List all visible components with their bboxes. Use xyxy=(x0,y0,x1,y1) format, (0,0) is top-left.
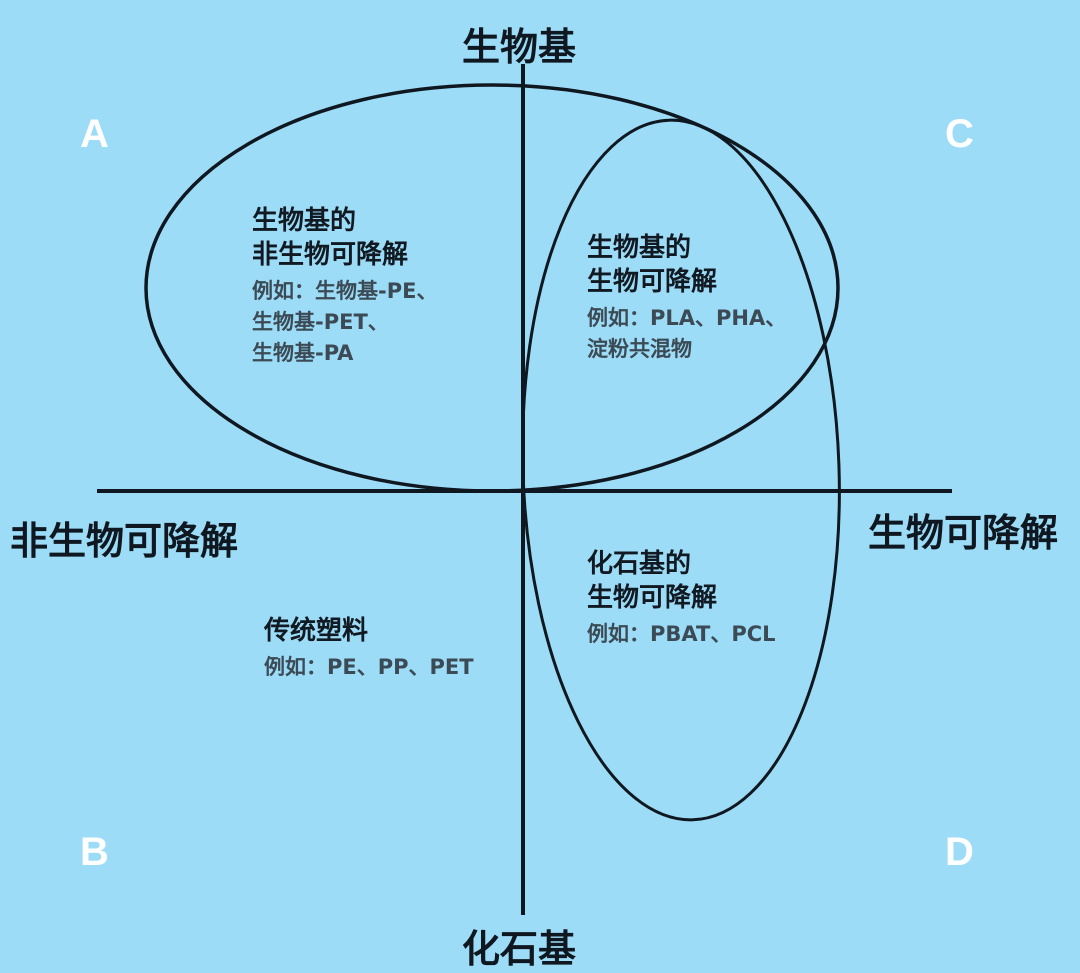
example-line: 例如：PE、PP、PET xyxy=(264,655,474,679)
region-examples: 例如：PE、PP、PET xyxy=(264,652,474,683)
title-line: 生物基的 xyxy=(587,233,692,263)
example-line: 生物基-PA xyxy=(252,341,354,365)
bio-based-ellipse xyxy=(144,83,840,493)
region-conventional: 传统塑料 例如：PE、PP、PET xyxy=(264,614,474,683)
axis-label-bottom: 化石基 xyxy=(462,927,577,971)
example-line: 例如：PLA、PHA、 xyxy=(587,306,787,330)
title-line: 生物可降解 xyxy=(587,583,718,613)
axis-label-left: 非生物可降解 xyxy=(10,519,239,563)
corner-label-b: B xyxy=(80,830,109,874)
axis-label-top: 生物基 xyxy=(462,25,577,69)
biodegradable-ellipse xyxy=(521,118,841,822)
corner-label-c: C xyxy=(945,112,974,156)
title-line: 化石基的 xyxy=(587,549,692,579)
region-title: 传统塑料 xyxy=(264,614,474,648)
region-fossil-degradable: 化石基的 生物可降解 例如：PBAT、PCL xyxy=(587,547,776,650)
region-examples: 例如：PBAT、PCL xyxy=(587,619,776,650)
region-bio-nondegradable: 生物基的 非生物可降解 例如：生物基-PE、 生物基-PET、 生物基-PA xyxy=(252,204,437,369)
corner-label-a: A xyxy=(80,112,109,156)
axis-label-right: 生物可降解 xyxy=(868,511,1059,555)
title-line: 非生物可降解 xyxy=(252,240,409,270)
title-line: 生物基的 xyxy=(252,206,357,236)
example-line: 淀粉共混物 xyxy=(587,337,692,361)
corner-label-d: D xyxy=(945,830,974,874)
region-examples: 例如：PLA、PHA、 淀粉共混物 xyxy=(587,303,786,365)
region-title: 生物基的 非生物可降解 xyxy=(252,204,437,272)
region-bio-degradable: 生物基的 生物可降解 例如：PLA、PHA、 淀粉共混物 xyxy=(587,231,786,365)
title-line: 传统塑料 xyxy=(264,616,369,646)
example-line: 生物基-PET、 xyxy=(252,310,389,334)
example-line: 例如：生物基-PE、 xyxy=(252,279,438,303)
title-line: 生物可降解 xyxy=(587,267,718,297)
region-title: 化石基的 生物可降解 xyxy=(587,547,776,615)
region-title: 生物基的 生物可降解 xyxy=(587,231,786,299)
region-examples: 例如：生物基-PE、 生物基-PET、 生物基-PA xyxy=(252,276,437,369)
example-line: 例如：PBAT、PCL xyxy=(587,622,776,646)
